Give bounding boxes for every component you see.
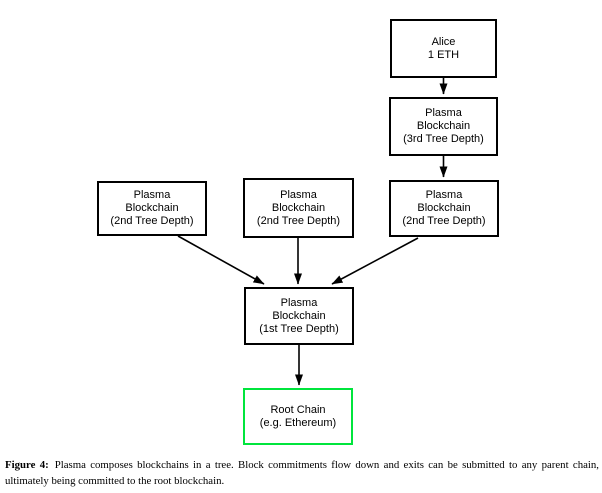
arrow-plasma-2nd-left-to-plasma-1st <box>177 235 265 285</box>
node-root-chain: Root Chain (e.g. Ethereum) <box>243 388 353 445</box>
arrow-plasma-2nd-right-to-plasma-1st <box>331 237 419 285</box>
node-plasma-2nd-right-line: Plasma <box>425 189 463 201</box>
node-plasma-3rd-line: (3rd Tree Depth) <box>403 133 484 145</box>
node-plasma-2nd-right-line: (2nd Tree Depth) <box>402 215 486 227</box>
node-alice-line: Alice <box>431 35 456 48</box>
node-plasma-2nd-right-line: Blockchain <box>417 202 471 214</box>
node-plasma-3rd-line: Plasma <box>425 107 462 119</box>
figure-caption-label: Figure 4: <box>5 459 49 471</box>
node-plasma-2nd-mid-line: (2nd Tree Depth) <box>256 214 341 227</box>
node-alice-line: 1 ETH <box>427 48 460 61</box>
node-plasma-1st-line: Plasma <box>280 296 318 309</box>
node-plasma-1st-line: (1st Tree Depth) <box>259 322 339 335</box>
node-root-chain-line: (e.g. Ethereum) <box>259 416 337 429</box>
node-plasma-1st-depth: Plasma Blockchain (1st Tree Depth) <box>244 287 354 345</box>
node-plasma-2nd-left-line: Plasma <box>133 189 171 201</box>
node-plasma-3rd-line: Blockchain <box>416 120 471 132</box>
node-root-chain-line: Root Chain <box>270 403 326 416</box>
node-plasma-2nd-depth-left: Plasma Blockchain (2nd Tree Depth) <box>97 181 207 236</box>
node-plasma-2nd-depth-mid: Plasma Blockchain (2nd Tree Depth) <box>243 178 354 238</box>
node-plasma-2nd-depth-right: Plasma Blockchain (2nd Tree Depth) <box>389 180 499 237</box>
node-plasma-2nd-left-line: Blockchain <box>125 202 179 214</box>
node-plasma-3rd-depth: Plasma Blockchain (3rd Tree Depth) <box>389 97 498 156</box>
node-plasma-2nd-mid-line: Plasma <box>280 188 317 201</box>
node-alice: Alice 1 ETH <box>390 19 497 78</box>
node-plasma-2nd-mid-line: Blockchain <box>271 201 326 214</box>
figure-caption-text: Plasma composes blockchains in a tree. B… <box>5 459 599 487</box>
node-plasma-1st-line: Blockchain <box>272 309 326 322</box>
node-plasma-2nd-left-line: (2nd Tree Depth) <box>110 215 194 227</box>
figure-caption: Figure 4:Plasma composes blockchains in … <box>5 458 599 489</box>
